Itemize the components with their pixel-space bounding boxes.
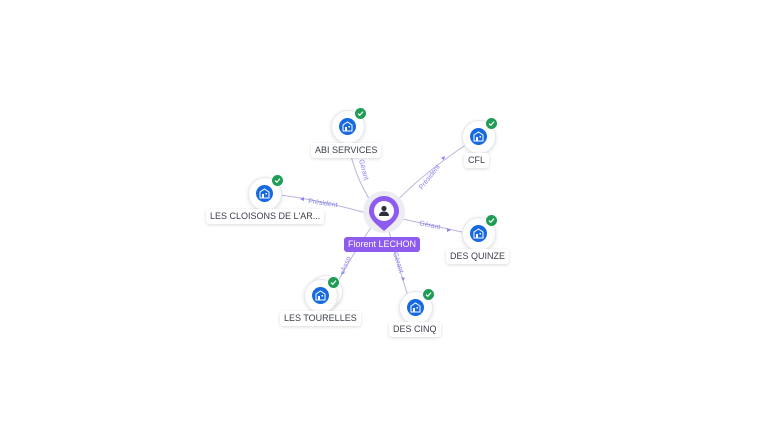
company-label-cfl[interactable]: CFL bbox=[464, 153, 490, 168]
company-label-abi[interactable]: ABI SERVICES bbox=[311, 143, 382, 158]
check-icon bbox=[271, 174, 284, 187]
check-icon bbox=[354, 107, 367, 120]
company-label-cloisons[interactable]: LES CLOISONS DE L'AR... bbox=[206, 209, 325, 224]
person-name-label[interactable]: Florent LECHON bbox=[344, 237, 421, 252]
company-node-abi[interactable] bbox=[331, 107, 367, 144]
building-icon bbox=[407, 299, 424, 316]
edge-cloisons bbox=[279, 194, 371, 215]
company-node-cinq[interactable] bbox=[399, 288, 435, 325]
building-icon bbox=[470, 225, 487, 242]
arrow-cinq bbox=[401, 277, 405, 281]
company-node-cfl[interactable] bbox=[462, 117, 498, 154]
company-label-cinq[interactable]: DES CINQ bbox=[389, 322, 441, 337]
arrow-tourelles bbox=[341, 271, 345, 275]
check-icon bbox=[422, 288, 435, 301]
edge-label-quinze: Gérant bbox=[419, 220, 441, 231]
edge-label-tourelles: Asso bbox=[340, 256, 352, 273]
check-icon bbox=[327, 276, 340, 289]
check-icon bbox=[485, 214, 498, 227]
building-icon bbox=[312, 287, 329, 304]
check-icon bbox=[485, 117, 498, 130]
person-icon bbox=[379, 205, 389, 216]
edge-cinq bbox=[387, 227, 409, 297]
company-node-quinze[interactable] bbox=[462, 214, 498, 251]
company-label-quinze[interactable]: DES QUINZE bbox=[446, 249, 510, 264]
edge-label-cinq: Gérant bbox=[391, 251, 404, 274]
company-node-tourelles[interactable] bbox=[304, 275, 343, 313]
arrow-quinze bbox=[447, 228, 451, 232]
building-icon bbox=[339, 118, 356, 135]
arrow-cfl bbox=[441, 156, 445, 160]
company-label-tourelles[interactable]: LES TOURELLES bbox=[280, 311, 361, 326]
company-node-cloisons[interactable] bbox=[248, 174, 284, 211]
edge-quinze bbox=[397, 217, 463, 233]
building-icon bbox=[470, 128, 487, 145]
building-icon bbox=[256, 185, 273, 202]
edge-label-cloisons: Président bbox=[308, 198, 338, 209]
arrow-cloisons bbox=[300, 197, 304, 201]
